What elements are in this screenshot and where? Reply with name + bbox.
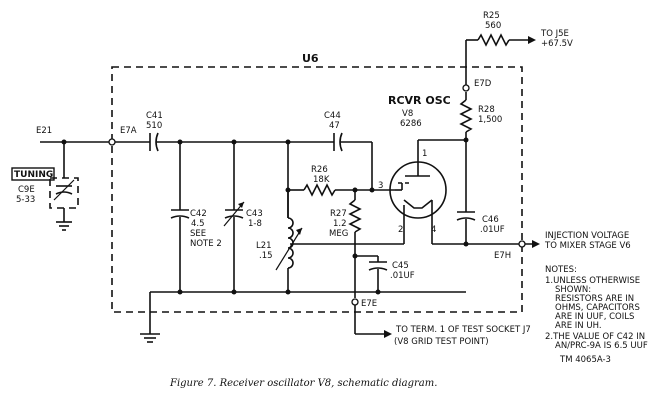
tube-cathode <box>403 199 433 209</box>
to-j5e-arrow <box>528 36 536 44</box>
c46-value: .01UF <box>480 225 505 235</box>
c42-plate-curved <box>170 215 190 219</box>
r27-unit: MEG <box>329 229 348 239</box>
r26-resistor <box>303 183 336 197</box>
c44-value: 47 <box>329 121 340 131</box>
l21-variable-arrow <box>275 227 303 271</box>
r27-ref: R27 <box>330 209 347 219</box>
terminal-e7e <box>351 298 359 306</box>
terminal-e7a-label: E7A <box>120 126 137 136</box>
r27-value: 1.2 <box>333 219 347 229</box>
c9e-ref: C9E <box>18 185 35 195</box>
notes-title: NOTES: <box>545 265 577 275</box>
note-line: ARE IN UH. <box>555 321 602 331</box>
r26-ref: R26 <box>311 165 328 175</box>
c9e-variable-arrow <box>53 179 75 201</box>
tube-pin-3: 3 <box>378 181 383 191</box>
terminal-e7a <box>108 138 116 146</box>
terminal-e7h <box>518 240 526 248</box>
injection-label-1: INJECTION VOLTAGE <box>545 231 629 241</box>
c9e-value: 5-33 <box>16 195 35 205</box>
c43-value: 1-8 <box>248 219 262 229</box>
module-boundary <box>111 66 523 313</box>
note-line: 2.THE VALUE OF C42 IN <box>545 332 645 342</box>
junction-dot <box>375 289 381 295</box>
terminal-e21-label: E21 <box>36 126 52 136</box>
c43-plate-curved <box>224 215 244 219</box>
module-label: U6 <box>302 52 319 65</box>
c41-value: 510 <box>146 121 162 131</box>
tuning-label: TUNING <box>14 170 53 180</box>
figure-caption: Figure 7. Receiver oscillator V8, schema… <box>169 378 437 389</box>
c43-arrowhead <box>238 202 244 208</box>
c45-value: .01UF <box>390 271 415 281</box>
r25-ref: R25 <box>483 11 500 21</box>
doc-number: TM 4065A-3 <box>559 355 611 365</box>
r28-value: 1,500 <box>478 115 502 125</box>
r27-resistor <box>348 199 362 233</box>
note-line: AN/PRC-9A IS 6.5 UUF <box>555 341 648 351</box>
c43-ref: C43 <box>246 209 263 219</box>
c9e-dashed-box <box>49 177 79 209</box>
c46-ref: C46 <box>482 215 499 225</box>
junction-dot <box>369 187 375 193</box>
c42-see: SEE <box>190 229 206 239</box>
c42-note: NOTE 2 <box>190 239 222 249</box>
tube-pin-4: 4 <box>431 225 436 235</box>
c41-ref: C41 <box>146 111 163 121</box>
tube-ref: V8 <box>402 109 413 119</box>
r28-ref: R28 <box>478 105 495 115</box>
l21-ref: L21 <box>256 241 272 251</box>
r26-value: 18K <box>313 175 330 185</box>
c45-plate-curved <box>368 267 388 271</box>
l21-arrowhead <box>296 228 302 235</box>
terminal-e7e-label: E7E <box>361 299 377 309</box>
test-label-2: (V8 GRID TEST POINT) <box>394 337 489 347</box>
note-line: OHMS, CAPACITORS <box>555 303 640 313</box>
r25-resistor <box>477 33 510 47</box>
c45-ref: C45 <box>392 261 409 271</box>
l21-value: .15 <box>259 251 273 261</box>
test-label-1: TO TERM. 1 OF TEST SOCKET J7 <box>395 325 531 335</box>
c42-value: 4.5 <box>191 219 205 229</box>
c9e-plate-curved <box>55 191 73 195</box>
tube-type: 6286 <box>400 119 422 129</box>
junction-dot <box>285 289 291 295</box>
r28-resistor <box>459 99 473 133</box>
junction-dot <box>231 289 237 295</box>
tuning-box <box>11 167 55 181</box>
terminal-e7h-label: E7H <box>494 251 511 261</box>
to-j5e-label-1: TO J5E <box>540 29 569 39</box>
tube-pin-1: 1 <box>422 149 427 159</box>
stage-title: RCVR OSC <box>388 94 451 107</box>
note-line: RESISTORS ARE IN <box>555 294 634 304</box>
r25-value: 560 <box>485 21 501 31</box>
c42-ref: C42 <box>190 209 207 219</box>
c46-plate-curved <box>456 217 476 221</box>
note-line: SHOWN: <box>555 285 591 295</box>
note-line: 1.UNLESS OTHERWISE <box>545 276 640 286</box>
test-arrow <box>384 330 392 338</box>
tube-pin-2: 2 <box>398 225 403 235</box>
c44-ref: C44 <box>324 111 341 121</box>
terminal-e7d <box>462 84 470 92</box>
junction-dot <box>177 289 183 295</box>
injection-label-2: TO MIXER STAGE V6 <box>544 241 631 251</box>
terminal-e7d-label: E7D <box>474 79 492 89</box>
injection-arrow <box>532 240 540 248</box>
to-j5e-label-2: +67.5V <box>541 39 573 49</box>
note-line: ARE IN UUF, COILS <box>555 312 634 322</box>
